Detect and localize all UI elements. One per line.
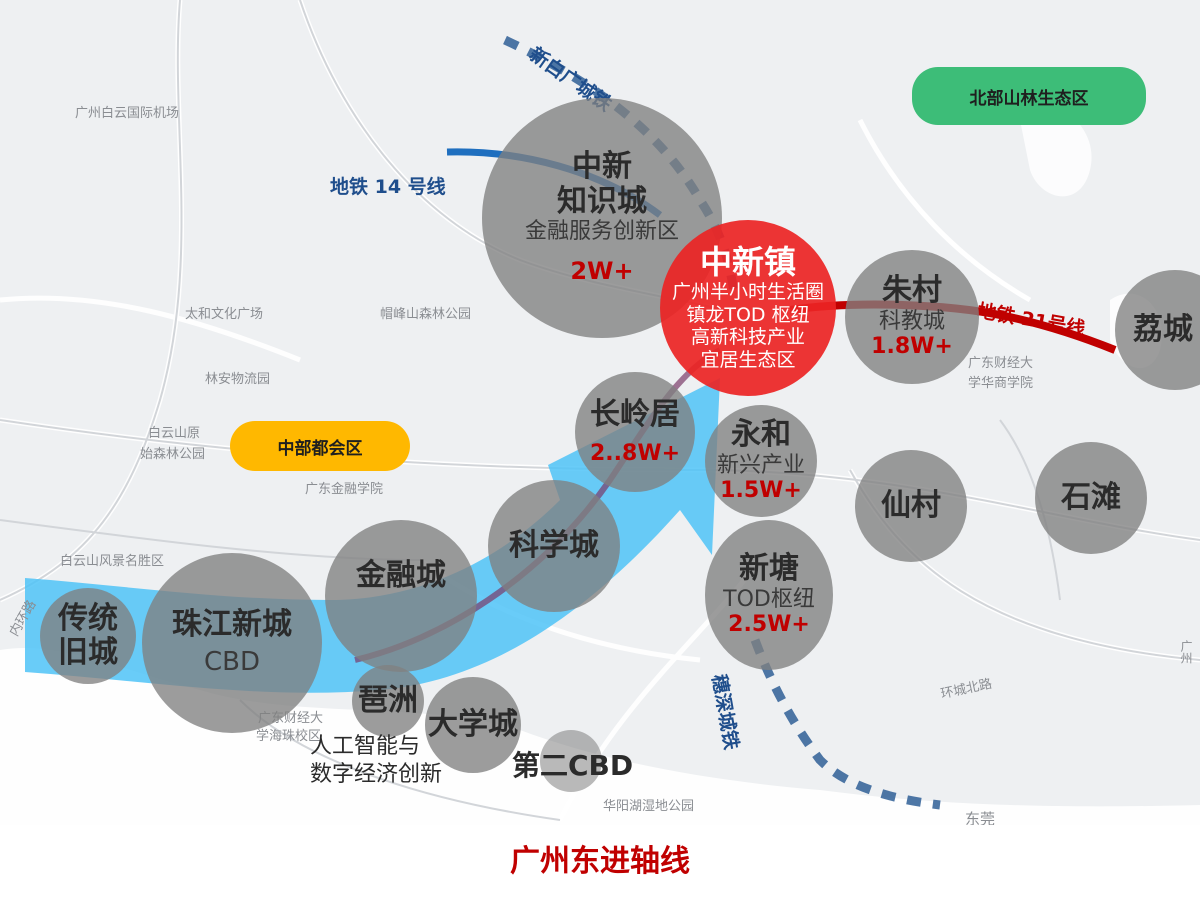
poi-label: 东莞 bbox=[965, 810, 996, 825]
metro-14-label: 地铁 14 号线 bbox=[330, 176, 446, 198]
poi-label: 广东金融学院 bbox=[305, 482, 384, 497]
node-second-cbd-dot bbox=[540, 730, 602, 792]
node-subtitle: 科教城 bbox=[878, 308, 945, 334]
poi-label: 广州 bbox=[1179, 640, 1193, 664]
node-title: 新塘 bbox=[739, 551, 799, 587]
node-old-city: 传统 旧城 bbox=[40, 588, 136, 684]
poi-label: 林安物流园 bbox=[205, 372, 271, 387]
hub-line: 镇龙TOD 枢纽 bbox=[686, 303, 810, 326]
node-title: 朱村 bbox=[882, 273, 942, 309]
hub-zhongxin-town: 中新镇 广州半小时生活圈 镇龙TOD 枢纽 高新科技产业 宜居生态区 bbox=[660, 220, 836, 396]
node-title: 知识城 bbox=[557, 183, 647, 219]
node-title: 旧城 bbox=[58, 635, 118, 670]
node-title: 石滩 bbox=[1061, 479, 1121, 515]
map-caption: 广州东进轴线 bbox=[510, 844, 690, 879]
node-value: 1.8W+ bbox=[871, 334, 953, 360]
node-value: 2..8W+ bbox=[589, 440, 681, 466]
hub-title: 中新镇 bbox=[699, 243, 796, 281]
hub-line: 广州半小时生活圈 bbox=[671, 280, 824, 303]
node-title: 中新 bbox=[572, 149, 632, 185]
hub-line: 高新科技产业 bbox=[690, 326, 805, 349]
pazhou-subtitle: 人工智能与 bbox=[310, 734, 421, 759]
poi-label: 华阳湖湿地公园 bbox=[603, 799, 695, 814]
node-licheng: 荔城 bbox=[1115, 270, 1200, 390]
node-subtitle: 新兴产业 bbox=[716, 452, 805, 478]
node-xiancun: 仙村 bbox=[855, 450, 967, 562]
node-pazhou: 琶洲 bbox=[352, 665, 424, 737]
central-zone-badge: 中部都会区 bbox=[230, 421, 410, 471]
node-shitan: 石滩 bbox=[1035, 442, 1147, 554]
node-subtitle: 金融服务创新区 bbox=[524, 219, 679, 245]
node-kexuecheng: 科学城 bbox=[488, 480, 620, 612]
poi-label: 白云山原 bbox=[148, 426, 201, 441]
poi-label: 广东财经大 bbox=[968, 356, 1034, 371]
poi-label: 白云山风景名胜区 bbox=[60, 554, 165, 569]
node-title: 金融城 bbox=[356, 557, 446, 593]
pazhou-subtitle: 数字经济创新 bbox=[310, 762, 443, 787]
poi-label: 帽峰山森林公园 bbox=[380, 307, 472, 322]
node-title: 科学城 bbox=[509, 527, 599, 563]
north-zone-badge: 北部山林生态区 bbox=[912, 67, 1146, 125]
suishen-rail-line bbox=[750, 638, 941, 810]
node-title: 珠江新城 bbox=[172, 606, 292, 642]
node-value: 2W+ bbox=[570, 257, 634, 286]
poi-label: 广州白云国际机场 bbox=[75, 106, 180, 121]
poi-label: 学华商学院 bbox=[968, 376, 1034, 391]
node-subtitle: TOD枢纽 bbox=[723, 586, 815, 612]
node-title: 琶洲 bbox=[358, 682, 418, 718]
poi-label: 始森林公园 bbox=[140, 447, 206, 462]
node-daxuecheng: 大学城 bbox=[425, 677, 521, 773]
map-area: 广州白云国际机场 太和文化广场 帽峰山森林公园 林安物流园 白云山原 始森林公园… bbox=[0, 0, 1200, 825]
node-changlingju: 长岭居 2..8W+ bbox=[575, 372, 695, 492]
node-yonghe: 永和 新兴产业 1.5W+ bbox=[705, 405, 817, 517]
node-xintang: 新塘 TOD枢纽 2.5W+ bbox=[705, 520, 833, 670]
hub-line: 宜居生态区 bbox=[700, 349, 796, 372]
node-title: 传统 bbox=[58, 600, 118, 636]
node-jinrongcheng: 金融城 bbox=[325, 520, 477, 672]
node-title: 大学城 bbox=[428, 706, 518, 742]
second-cbd-label: 第二CBD bbox=[512, 749, 634, 782]
node-zhucun: 朱村 科教城 1.8W+ bbox=[845, 250, 979, 384]
node-value: 2.5W+ bbox=[728, 612, 810, 638]
node-subtitle: CBD bbox=[203, 647, 260, 678]
node-zhujiang-new-town: 珠江新城 CBD bbox=[142, 553, 322, 733]
node-title: 仙村 bbox=[881, 487, 941, 523]
poi-label: 太和文化广场 bbox=[185, 307, 264, 322]
node-value: 1.5W+ bbox=[720, 478, 802, 504]
node-title: 长岭居 bbox=[590, 397, 680, 433]
node-title: 荔城 bbox=[1133, 311, 1193, 347]
poi-label: 学海珠校区 bbox=[256, 729, 322, 744]
node-title: 永和 bbox=[731, 417, 791, 453]
